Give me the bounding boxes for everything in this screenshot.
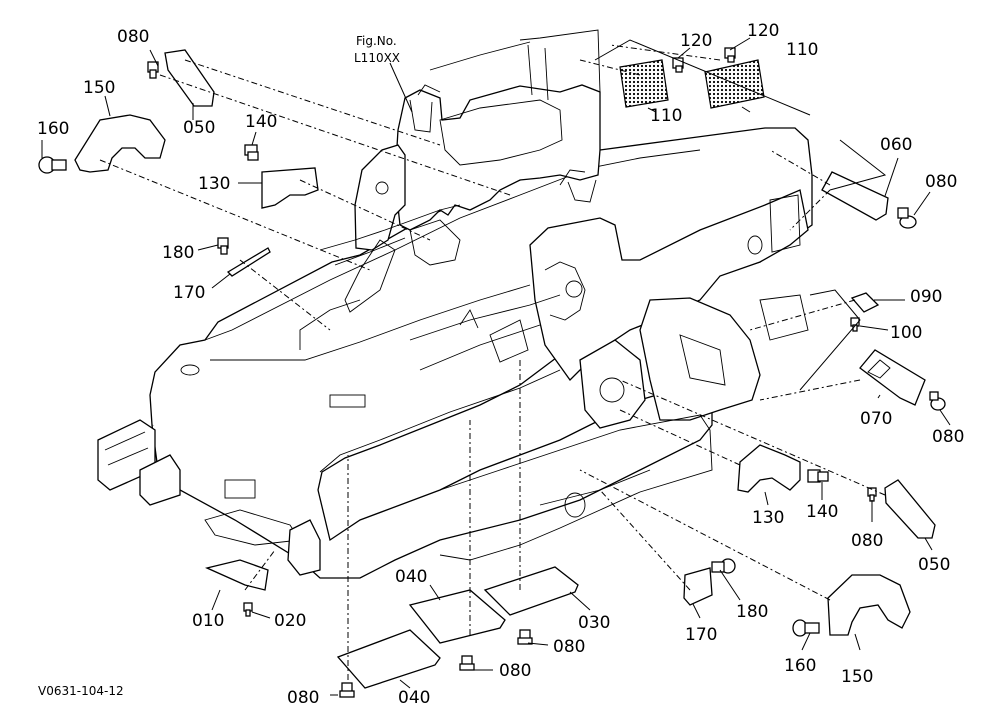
bolt-140-top <box>244 144 259 161</box>
label-080-bottom-3: 080 <box>287 688 319 708</box>
label-110-left: 110 <box>650 106 682 126</box>
label-050-bottom: 050 <box>918 555 950 575</box>
label-130-top: 130 <box>198 174 230 194</box>
bolt-020 <box>243 602 253 617</box>
bolt-080-top-left <box>147 61 159 79</box>
strip-170-top <box>226 247 271 277</box>
label-150-top-left: 150 <box>83 78 115 98</box>
plate-040-lower <box>336 629 441 689</box>
plate-050-top <box>164 49 215 107</box>
label-020: 020 <box>274 611 306 631</box>
label-130-bottom: 130 <box>752 508 784 528</box>
label-080-top-left: 080 <box>117 27 149 47</box>
bolt-140-bottom <box>807 469 829 483</box>
label-180-bottom: 180 <box>736 602 768 622</box>
label-080-bottom-2: 080 <box>499 661 531 681</box>
label-140-bottom: 140 <box>806 502 838 522</box>
label-120-right: 120 <box>747 21 779 41</box>
cover-150-bottom <box>827 574 911 636</box>
plate-170-bottom <box>683 567 713 606</box>
label-160-bottom: 160 <box>784 656 816 676</box>
drawing-code: V0631-104-12 <box>38 684 124 698</box>
bracket-010 <box>204 559 269 591</box>
label-050-top-left: 050 <box>183 118 215 138</box>
label-090: 090 <box>910 287 942 307</box>
label-170-bottom: 170 <box>685 625 717 645</box>
label-160-left: 160 <box>37 119 69 139</box>
plate-040-upper <box>408 589 506 644</box>
fig-no-label: Fig.No. <box>356 34 397 48</box>
guard-130-top <box>261 167 319 209</box>
label-180-top: 180 <box>162 243 194 263</box>
bolt-120-right <box>724 47 736 63</box>
label-010: 010 <box>192 611 224 631</box>
bolt-080-right-mid <box>929 391 946 411</box>
leader-lines <box>41 37 951 696</box>
grille-110-left <box>619 59 669 108</box>
plate-070 <box>859 349 926 406</box>
main-frame <box>97 29 813 579</box>
guard-130-bottom <box>737 444 801 493</box>
fig-no-value: L110XX <box>354 51 400 65</box>
label-060: 060 <box>880 135 912 155</box>
plate-060 <box>821 171 889 221</box>
bolt-080-bottom-1 <box>517 629 533 645</box>
plate-090 <box>850 292 880 313</box>
label-120-left: 120 <box>680 31 712 51</box>
cover-150-top-left <box>74 114 166 173</box>
bolt-080-right-top <box>897 207 917 229</box>
label-140-top: 140 <box>245 112 277 132</box>
bolt-180-top <box>217 237 229 255</box>
label-110-right: 110 <box>786 40 818 60</box>
label-030: 030 <box>578 613 610 633</box>
bolt-180-bottom <box>711 558 736 574</box>
label-080-bottom-right: 080 <box>851 531 883 551</box>
bolt-080-bottom-right <box>867 487 877 502</box>
bolt-160-bottom <box>792 619 820 637</box>
plate-030 <box>483 566 579 616</box>
label-150-bottom: 150 <box>841 667 873 687</box>
plate-050-bottom <box>884 479 936 539</box>
label-040-lower: 040 <box>398 688 430 708</box>
bolt-080-bottom-3 <box>339 682 355 698</box>
bolt-160-left <box>38 156 67 174</box>
label-080-right-mid: 080 <box>932 427 964 447</box>
label-070: 070 <box>860 409 892 429</box>
label-040-upper: 040 <box>395 567 427 587</box>
part-labels: 080 150 160 050 140 130 180 170 120 110 … <box>37 21 964 708</box>
label-170-top: 170 <box>173 283 205 303</box>
bolt-080-bottom-2 <box>459 655 475 671</box>
label-100: 100 <box>890 323 922 343</box>
label-080-bottom-1: 080 <box>553 637 585 657</box>
label-080-right-top: 080 <box>925 172 957 192</box>
